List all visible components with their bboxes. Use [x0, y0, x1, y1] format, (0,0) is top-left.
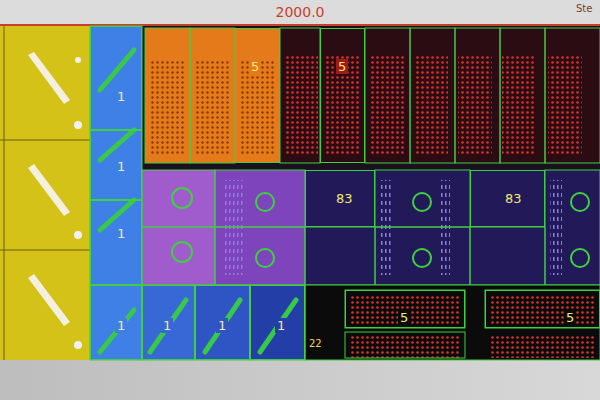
part-number: 1 — [216, 318, 228, 333]
part-number: 83 — [503, 191, 524, 206]
panel-part: 1 — [90, 285, 142, 360]
toolbar-text: Ste — [576, 3, 592, 14]
panel-part: 1 — [250, 285, 305, 360]
panel-part: 1 — [142, 285, 195, 360]
panel-part: 1 — [90, 26, 142, 130]
panel-part: 5 — [345, 290, 465, 328]
part-number: 83 — [334, 191, 355, 206]
part-number: 1 — [115, 89, 127, 104]
part-number: 5 — [398, 310, 410, 325]
part-number: 5 — [249, 59, 261, 74]
part-number: 22 — [309, 338, 322, 349]
part-number: 5 — [564, 310, 576, 325]
panel-part: 83 — [305, 170, 375, 227]
part-number: 1 — [115, 226, 127, 241]
panel-part: 1 — [90, 200, 142, 285]
panel-part: 5 — [485, 290, 600, 328]
part-number: 1 — [275, 318, 287, 333]
part-number: 1 — [161, 318, 173, 333]
part-number: 1 — [115, 318, 127, 333]
ruler-value: 2000.0 — [276, 4, 325, 20]
panel-part: 1 — [195, 285, 250, 360]
part-number: 1 — [115, 159, 127, 174]
panel-part: 83 — [470, 170, 545, 227]
part-number: 5 — [336, 59, 348, 74]
panel-part: 5 — [235, 28, 280, 163]
panel-part: 5 — [320, 28, 365, 163]
panel-part: 1 — [90, 130, 142, 200]
